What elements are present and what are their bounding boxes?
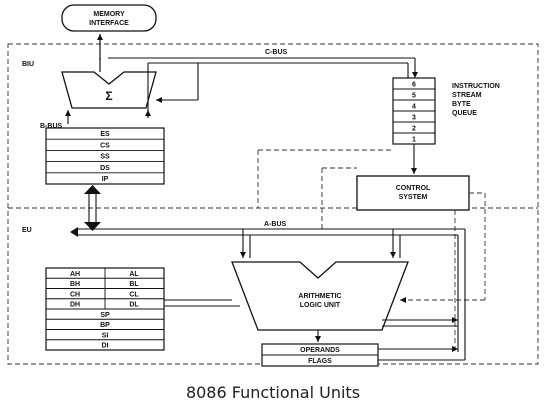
segment-register-ip: IP	[102, 176, 109, 183]
register-ch: CH	[70, 291, 80, 298]
instruction-queue: 6 5 4 3 2 1	[392, 77, 436, 145]
register-si: SI	[102, 332, 109, 339]
segment-register-ds: DS	[100, 165, 110, 172]
general-register-block: AH AL BH BL CH CL DH DL SP BP SI DI	[45, 267, 165, 351]
register-dh: DH	[70, 302, 80, 309]
control-system-box	[356, 175, 470, 211]
segment-register-es: ES	[100, 131, 110, 138]
flags-label: FLAGS	[308, 358, 332, 365]
queue-slot-1: 1	[412, 137, 416, 144]
register-dl: DL	[129, 302, 139, 309]
queue-slot-2: 2	[412, 126, 416, 133]
biu-label: BIU	[22, 61, 34, 68]
register-sp: SP	[100, 312, 110, 319]
memory-interface-box	[61, 4, 157, 32]
internal-bus-arrow-down	[84, 222, 101, 231]
queue-slot-3: 3	[412, 115, 416, 122]
register-ah: AH	[70, 271, 80, 278]
register-cl: CL	[129, 291, 139, 298]
queue-slot-5: 5	[412, 93, 416, 100]
register-bl: BL	[129, 281, 139, 288]
eu-label: EU	[22, 227, 32, 234]
segment-register-block: ES CS SS DS IP	[45, 127, 165, 185]
alu-block	[231, 261, 409, 331]
queue-slot-6: 6	[412, 82, 416, 89]
register-di: DI	[102, 343, 109, 350]
c-bus-label: C-BUS	[265, 49, 287, 56]
internal-bus-arrow-up	[84, 185, 101, 194]
a-bus-label: A-BUS	[264, 221, 286, 228]
address-adder	[61, 71, 157, 109]
b-bus-label: B-BUS	[40, 123, 62, 130]
sigma-symbol: Σ	[105, 89, 112, 103]
register-bh: BH	[70, 281, 80, 288]
register-al: AL	[129, 271, 139, 278]
segment-register-ss: SS	[100, 154, 110, 161]
caption: 8086 Functional Units	[186, 383, 360, 402]
a-bus-arrow-left	[70, 227, 78, 237]
operands-label: OPERANDS	[300, 347, 340, 354]
queue-slot-4: 4	[412, 104, 416, 111]
register-bp: BP	[100, 322, 110, 329]
operands-flags-block	[261, 343, 379, 367]
segment-register-cs: CS	[100, 142, 110, 149]
